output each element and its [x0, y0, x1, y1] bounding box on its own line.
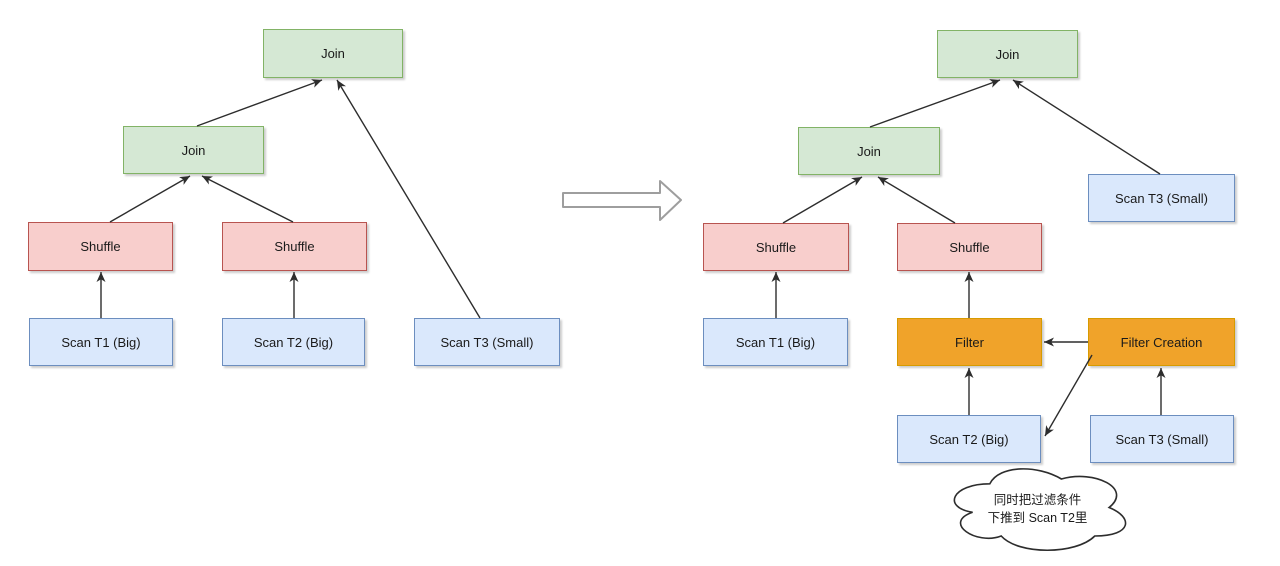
node-right-shuffle-2: Shuffle	[897, 223, 1042, 271]
plan-rewrite-arrow-icon	[562, 180, 682, 221]
node-left-shuffle-2: Shuffle	[222, 222, 367, 271]
node-right-scan-t3-bottom: Scan T3 (Small)	[1090, 415, 1234, 463]
node-left-scan-t2: Scan T2 (Big)	[222, 318, 365, 366]
edge-right-shuffle-2--right-join-mid	[877, 176, 956, 224]
annotation-cloud-line-1: 同时把过滤条件	[993, 492, 1082, 507]
node-right-filter-creation: Filter Creation	[1088, 318, 1235, 366]
edge-right-shuffle-1--right-join-mid	[782, 176, 863, 224]
node-right-join-top: Join	[937, 30, 1078, 78]
edge-right-join-mid--right-join-top	[869, 79, 1001, 128]
node-right-scan-t1: Scan T1 (Big)	[703, 318, 848, 366]
node-right-filter: Filter	[897, 318, 1042, 366]
edge-right-scan-t3-top--right-join-top	[1012, 79, 1161, 175]
node-left-scan-t1: Scan T1 (Big)	[29, 318, 173, 366]
edge-left-shuffle-2--left-join-mid	[201, 175, 294, 223]
node-right-shuffle-1: Shuffle	[703, 223, 849, 271]
edge-right-filter-creation--right-scan-t2	[1044, 354, 1093, 437]
node-left-join-mid: Join	[123, 126, 264, 174]
node-left-join-top: Join	[263, 29, 403, 78]
node-right-scan-t2: Scan T2 (Big)	[897, 415, 1041, 463]
node-left-scan-t3: Scan T3 (Small)	[414, 318, 560, 366]
node-right-join-mid: Join	[798, 127, 940, 175]
edge-left-shuffle-1--left-join-mid	[109, 175, 191, 223]
annotation-cloud-text: 同时把过滤条件 下推到 Scan T2里	[942, 460, 1133, 555]
edge-left-scan-t3--left-join-top	[336, 79, 481, 319]
node-right-scan-t3-top: Scan T3 (Small)	[1088, 174, 1235, 222]
node-left-shuffle-1: Shuffle	[28, 222, 173, 271]
edge-left-join-mid--left-join-top	[196, 79, 323, 127]
annotation-cloud-line-2: 下推到 Scan T2里	[987, 510, 1088, 525]
